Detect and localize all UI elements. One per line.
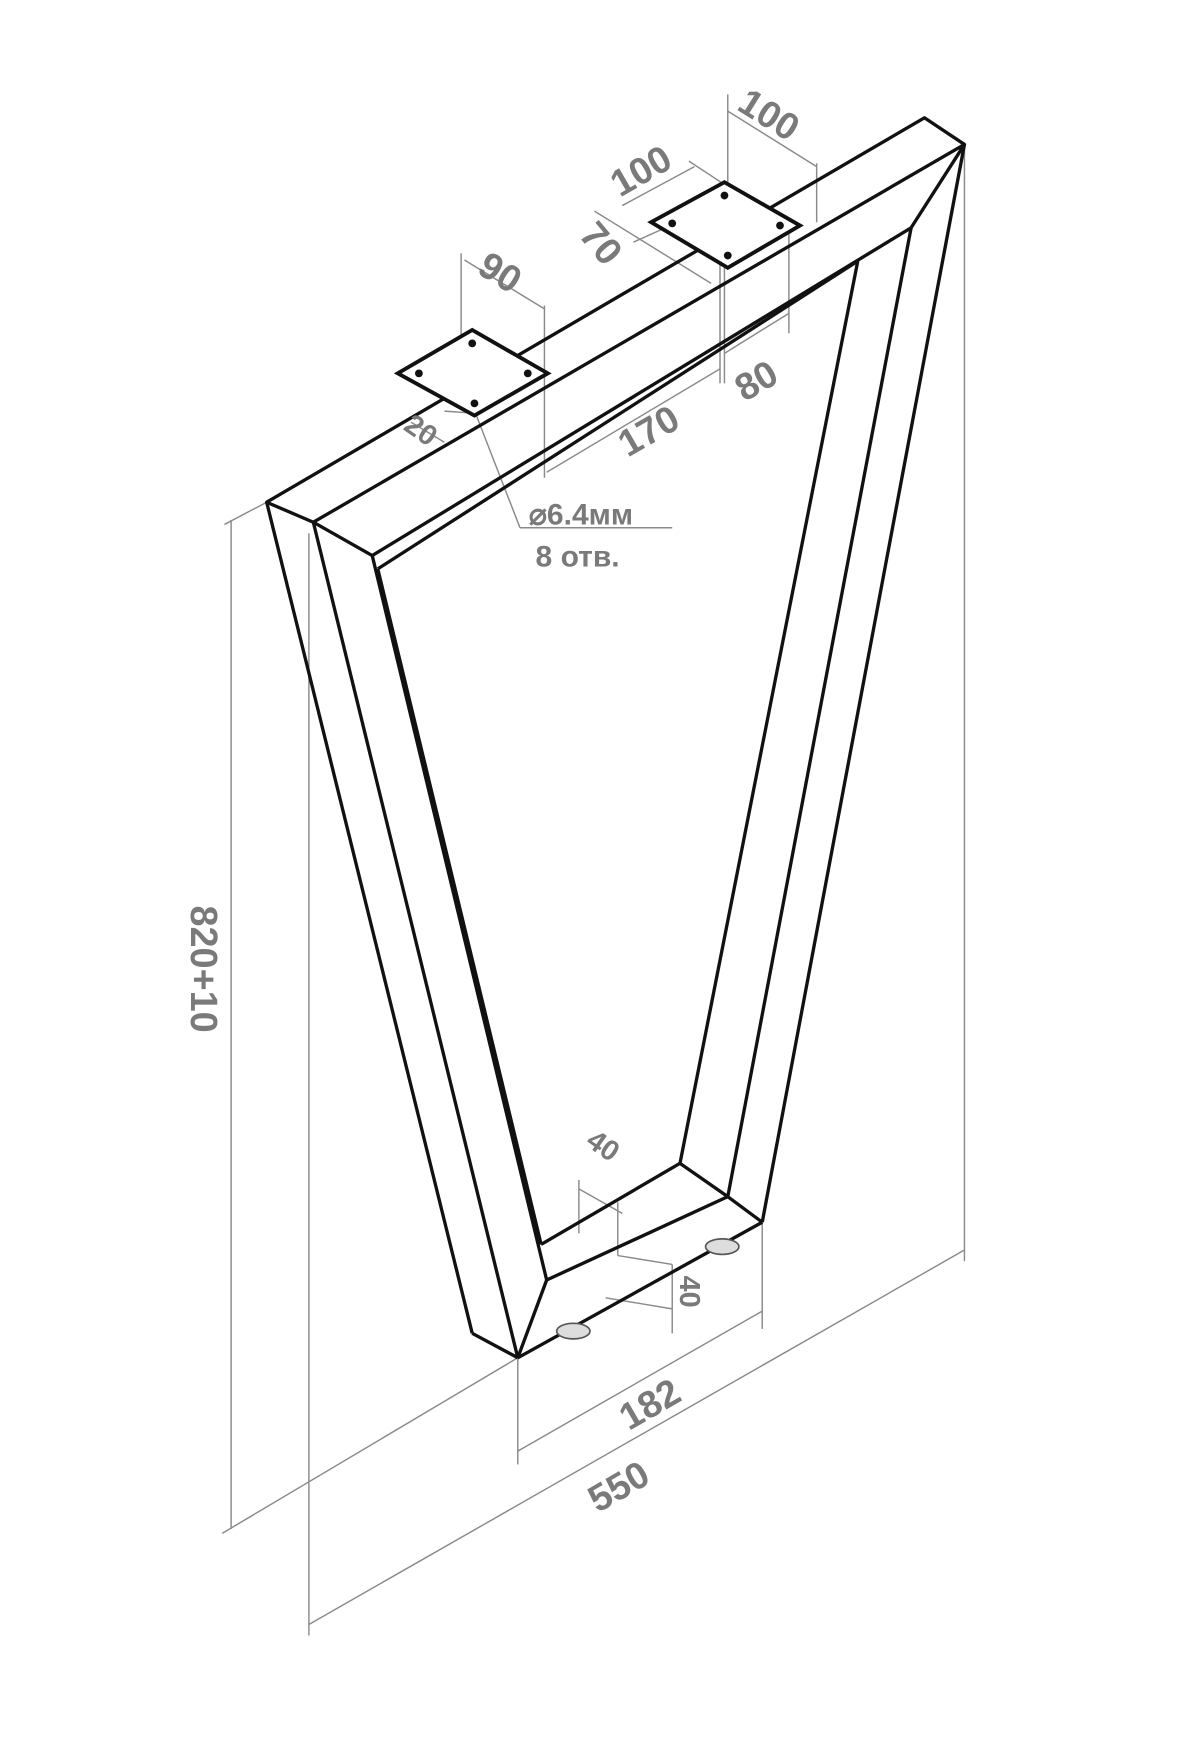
dim-plate-gap-170: 170 <box>611 398 687 466</box>
dim-hole-spacing-70: 70 <box>571 214 630 273</box>
dim-tube-width-40: 40 <box>580 1124 625 1169</box>
hole-diameter-note: ⌀6.4мм <box>529 498 633 531</box>
dim-top-width-550: 550 <box>581 1453 657 1521</box>
adjustable-feet <box>555 1238 740 1340</box>
hole-count-note: 8 отв. <box>536 541 620 574</box>
dim-bottom-width-182: 182 <box>612 1371 688 1439</box>
dim-plate-width-top: 100 <box>731 81 807 150</box>
dim-edge-offset-20: 20 <box>398 408 443 453</box>
mounting-plate-right <box>647 179 804 271</box>
dim-plate-length: 100 <box>604 138 680 206</box>
dim-tube-depth-40: 40 <box>673 1276 705 1308</box>
leg-frame <box>265 116 967 1360</box>
dim-hole-spacing-80: 80 <box>728 353 785 410</box>
mounting-plate-left <box>393 327 552 418</box>
dimension-lines <box>221 94 966 1636</box>
dim-height: 820+10 <box>182 906 224 1033</box>
